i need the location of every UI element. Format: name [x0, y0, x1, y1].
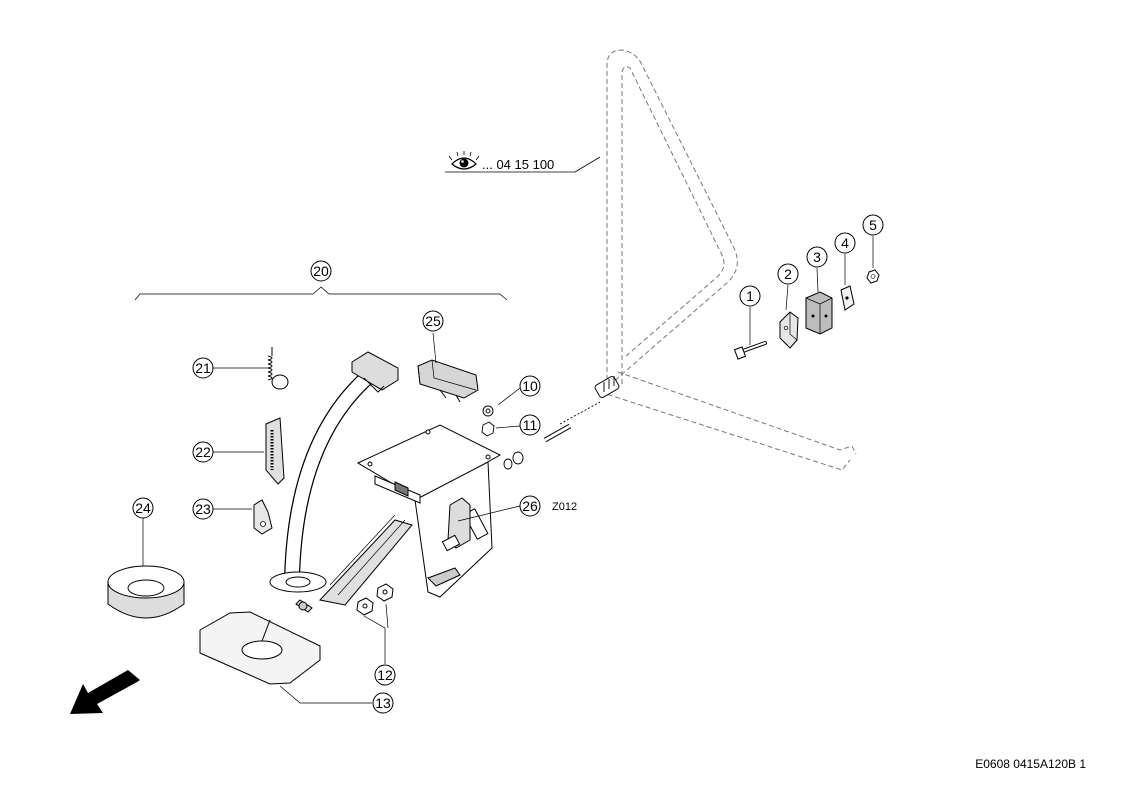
drawing-code: E0608 0415A120B 1: [975, 757, 1086, 771]
callout-21: 21: [192, 357, 214, 379]
reference-callout: ... 04 15 100: [445, 151, 601, 173]
callout-3-label: 3: [813, 249, 821, 265]
callout-2: 2: [777, 263, 799, 285]
eye-icon: [448, 151, 480, 170]
leaders-top-right: [749, 236, 874, 345]
pedal-bracket-assembly: [295, 424, 502, 613]
plate-part: [840, 285, 855, 311]
leaders-left: [142, 332, 521, 704]
callout-10-label: 10: [522, 378, 538, 394]
ratchet-part: [265, 417, 285, 485]
bolt-part: [733, 341, 767, 360]
nuts-part: [356, 583, 394, 616]
callout-26-label: 26: [522, 498, 538, 514]
callout-5-label: 5: [869, 217, 877, 233]
callout-23: 23: [192, 498, 214, 520]
callout-13: 13: [372, 692, 394, 714]
floor-mat-part: [199, 611, 321, 685]
callout-26: 26: [519, 495, 541, 517]
callout-21-label: 21: [195, 360, 211, 376]
callout-12-label: 12: [377, 667, 393, 683]
callout-13-label: 13: [375, 695, 391, 711]
callout-1-label: 1: [746, 288, 754, 304]
callout-11: 11: [519, 414, 541, 436]
cable-linkage: [481, 376, 620, 470]
callout-4: 4: [834, 232, 856, 254]
callout-20: 20: [310, 260, 332, 282]
callout-5: 5: [862, 214, 884, 236]
pedal-arm: [269, 351, 399, 593]
pedal-cap-part: [417, 359, 479, 403]
callout-12: 12: [374, 664, 396, 686]
callout-25: 25: [422, 310, 444, 332]
callout-22-label: 22: [195, 444, 211, 460]
callout-23-label: 23: [195, 501, 211, 517]
rubber-ring-part: [107, 565, 185, 619]
callout-10: 10: [519, 375, 541, 397]
callout-3: 3: [806, 246, 828, 268]
part-code-label: Z012: [552, 501, 577, 513]
spring-part: [267, 347, 289, 390]
callout-1: 1: [739, 285, 761, 307]
callout-4-label: 4: [841, 235, 849, 251]
pawl-part: [253, 499, 273, 535]
callout-11-label: 11: [523, 417, 538, 433]
callout-22: 22: [192, 441, 214, 463]
callout-24-label: 24: [135, 500, 151, 516]
callout-2-label: 2: [784, 266, 792, 282]
rubber-block-part: [805, 291, 833, 335]
handlebar-frame-outline: [599, 49, 857, 471]
callout-25-label: 25: [425, 313, 441, 329]
callout-24: 24: [132, 497, 154, 519]
group-bracket: [134, 286, 508, 301]
callout-20-label: 20: [313, 263, 329, 279]
reference-text: ... 04 15 100: [482, 157, 554, 172]
nut-part: [866, 269, 880, 284]
front-arrow-icon: [70, 670, 140, 714]
clamp-part: [779, 311, 799, 349]
